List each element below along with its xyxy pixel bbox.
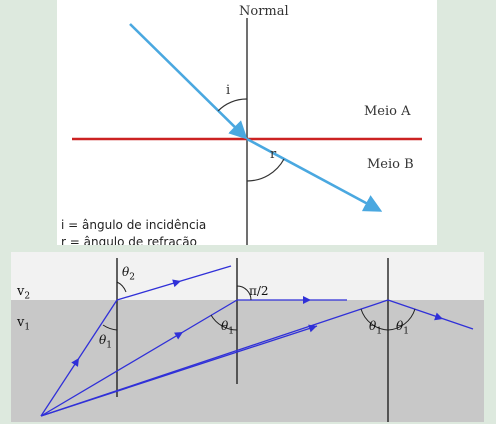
refracted-ray [246,137,383,212]
theta-symbol: θ [396,319,404,333]
theta-symbol: θ [99,333,107,347]
theta-1-arc-1 [102,324,118,331]
legend-refraction: r = ângulo de refração [61,235,197,245]
upper-medium [11,252,484,300]
medium-a-label: Meio A [364,104,411,119]
upper-medium-subscript: 2 [24,291,31,302]
incidence-angle-label: i [226,83,231,98]
theta-1-arc-3r [387,308,416,331]
critical-angle-label: π/2 [249,284,269,298]
upper-medium-symbol: v [17,284,25,299]
arrow-3b [434,312,443,321]
refraction-diagram: Normal Meio A Meio B i r i = ângulo de i… [57,0,437,245]
refraction-angle-label: r [270,147,277,162]
theta-1-arc-2 [210,314,238,331]
refraction-diagram-svg [72,18,422,245]
arrow-2b [303,296,311,304]
theta-1-label-3: θ1 [369,320,382,336]
theta-2-label: θ2 [122,266,135,282]
tir-diagram-svg [11,252,484,422]
theta-2-arc [116,281,127,293]
theta-symbol: θ [221,319,229,333]
theta-1-subscript: 1 [228,326,234,337]
theta-1-subscript: 1 [403,326,409,337]
total-internal-reflection-diagram: v2 v1 θ2 θ1 π/2 θ1 θ1 θ1 [11,252,484,422]
lower-medium-subscript: 1 [24,322,31,333]
ray-2-incident [40,299,238,417]
arrow-1a [71,358,79,367]
pi-half-arc [236,285,252,301]
theta-1-subscript: 1 [106,340,112,351]
upper-medium-label: v2 [17,285,30,302]
lower-medium-symbol: v [17,315,25,330]
theta-1-subscript: 1 [376,326,382,337]
incident-ray [129,23,248,140]
theta-2-subscript: 2 [129,272,135,283]
theta-1-arc-3 [360,308,389,331]
normal-label: Normal [239,4,289,19]
theta-1-label-1: θ1 [99,334,112,350]
theta-symbol: θ [122,265,130,279]
ray-4-incident [40,325,318,417]
theta-1-label-2: θ1 [221,320,234,336]
lower-medium-label: v1 [17,316,30,333]
medium-b-label: Meio B [367,157,414,172]
arrow-2a [174,332,183,340]
theta-1-label-4: θ1 [396,320,409,336]
legend-incidence: i = ângulo de incidência [61,218,207,232]
refraction-angle-arc [246,158,285,182]
arrow-1b [172,279,181,288]
incidence-angle-arc [217,98,248,112]
lower-medium [11,300,484,422]
ray-3-reflected [387,299,474,330]
theta-symbol: θ [369,319,377,333]
arrow-3a [308,324,317,333]
